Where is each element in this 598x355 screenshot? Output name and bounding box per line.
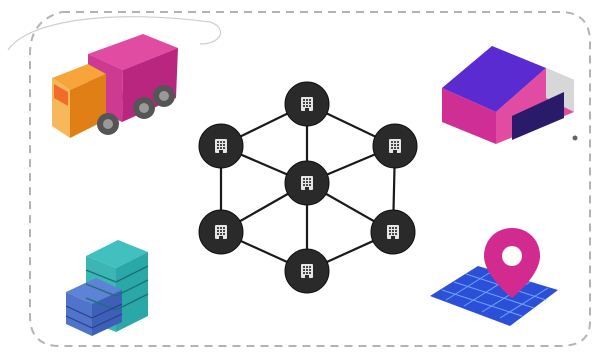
network-node <box>370 209 416 255</box>
building-door <box>393 150 397 153</box>
dashed-border <box>29 11 591 347</box>
building-window <box>220 227 222 229</box>
sketch-line <box>7 16 222 51</box>
network-node <box>372 123 418 169</box>
building-window <box>309 269 311 271</box>
warehouse-icon <box>442 46 574 144</box>
building-window <box>306 184 308 186</box>
building-window <box>220 230 222 232</box>
building-window <box>391 141 393 143</box>
building-door <box>391 236 395 239</box>
building-window <box>220 147 222 149</box>
building-window <box>306 105 308 107</box>
building-window <box>303 99 305 101</box>
network-node <box>284 81 330 127</box>
building-window <box>223 147 225 149</box>
building-door <box>305 187 309 190</box>
building-window <box>223 144 225 146</box>
building-window <box>389 227 391 229</box>
building-window <box>309 181 311 183</box>
building-door <box>305 275 309 278</box>
building-window <box>306 181 308 183</box>
building-window <box>397 141 399 143</box>
building-window <box>306 272 308 274</box>
building-window <box>223 233 225 235</box>
truck-icon <box>52 34 178 138</box>
building-window <box>392 227 394 229</box>
building-window <box>217 141 219 143</box>
building-window <box>220 233 222 235</box>
network-node <box>198 123 244 169</box>
building-window <box>395 227 397 229</box>
building-window <box>303 272 305 274</box>
building-window <box>306 99 308 101</box>
building-window <box>309 99 311 101</box>
building-window <box>303 102 305 104</box>
building-window <box>395 230 397 232</box>
building-window <box>303 105 305 107</box>
building-window <box>309 102 311 104</box>
building-door <box>219 236 223 239</box>
building-window <box>220 144 222 146</box>
building-door <box>219 150 223 153</box>
building-window <box>397 147 399 149</box>
building-window <box>309 272 311 274</box>
building-window <box>220 141 222 143</box>
building-window <box>394 144 396 146</box>
building-window <box>217 230 219 232</box>
building-window <box>303 269 305 271</box>
building-window <box>394 141 396 143</box>
building-window <box>389 233 391 235</box>
building-window <box>391 144 393 146</box>
network-node <box>284 248 330 294</box>
building-window <box>306 102 308 104</box>
building-window <box>394 147 396 149</box>
network-node <box>198 209 244 255</box>
building-window <box>306 269 308 271</box>
building-window <box>217 147 219 149</box>
building-window <box>303 181 305 183</box>
building-window <box>303 266 305 268</box>
dot-mark <box>572 135 578 141</box>
building-window <box>309 105 311 107</box>
building-window <box>217 144 219 146</box>
building-window <box>303 184 305 186</box>
building-window <box>309 184 311 186</box>
building-door <box>305 108 309 111</box>
building-window <box>303 178 305 180</box>
building-window <box>392 233 394 235</box>
building-window <box>389 230 391 232</box>
building-window <box>223 141 225 143</box>
building-window <box>309 266 311 268</box>
building-window <box>391 147 393 149</box>
network-node <box>284 160 330 206</box>
office-buildings-icon <box>65 240 149 336</box>
building-window <box>217 227 219 229</box>
building-window <box>309 178 311 180</box>
building-window <box>306 178 308 180</box>
building-window <box>306 266 308 268</box>
map-location-pin-icon <box>430 228 558 326</box>
building-window <box>392 230 394 232</box>
network-nodes <box>198 81 418 294</box>
building-window <box>223 230 225 232</box>
building-window <box>395 233 397 235</box>
building-window <box>223 227 225 229</box>
building-window <box>397 144 399 146</box>
building-window <box>217 233 219 235</box>
